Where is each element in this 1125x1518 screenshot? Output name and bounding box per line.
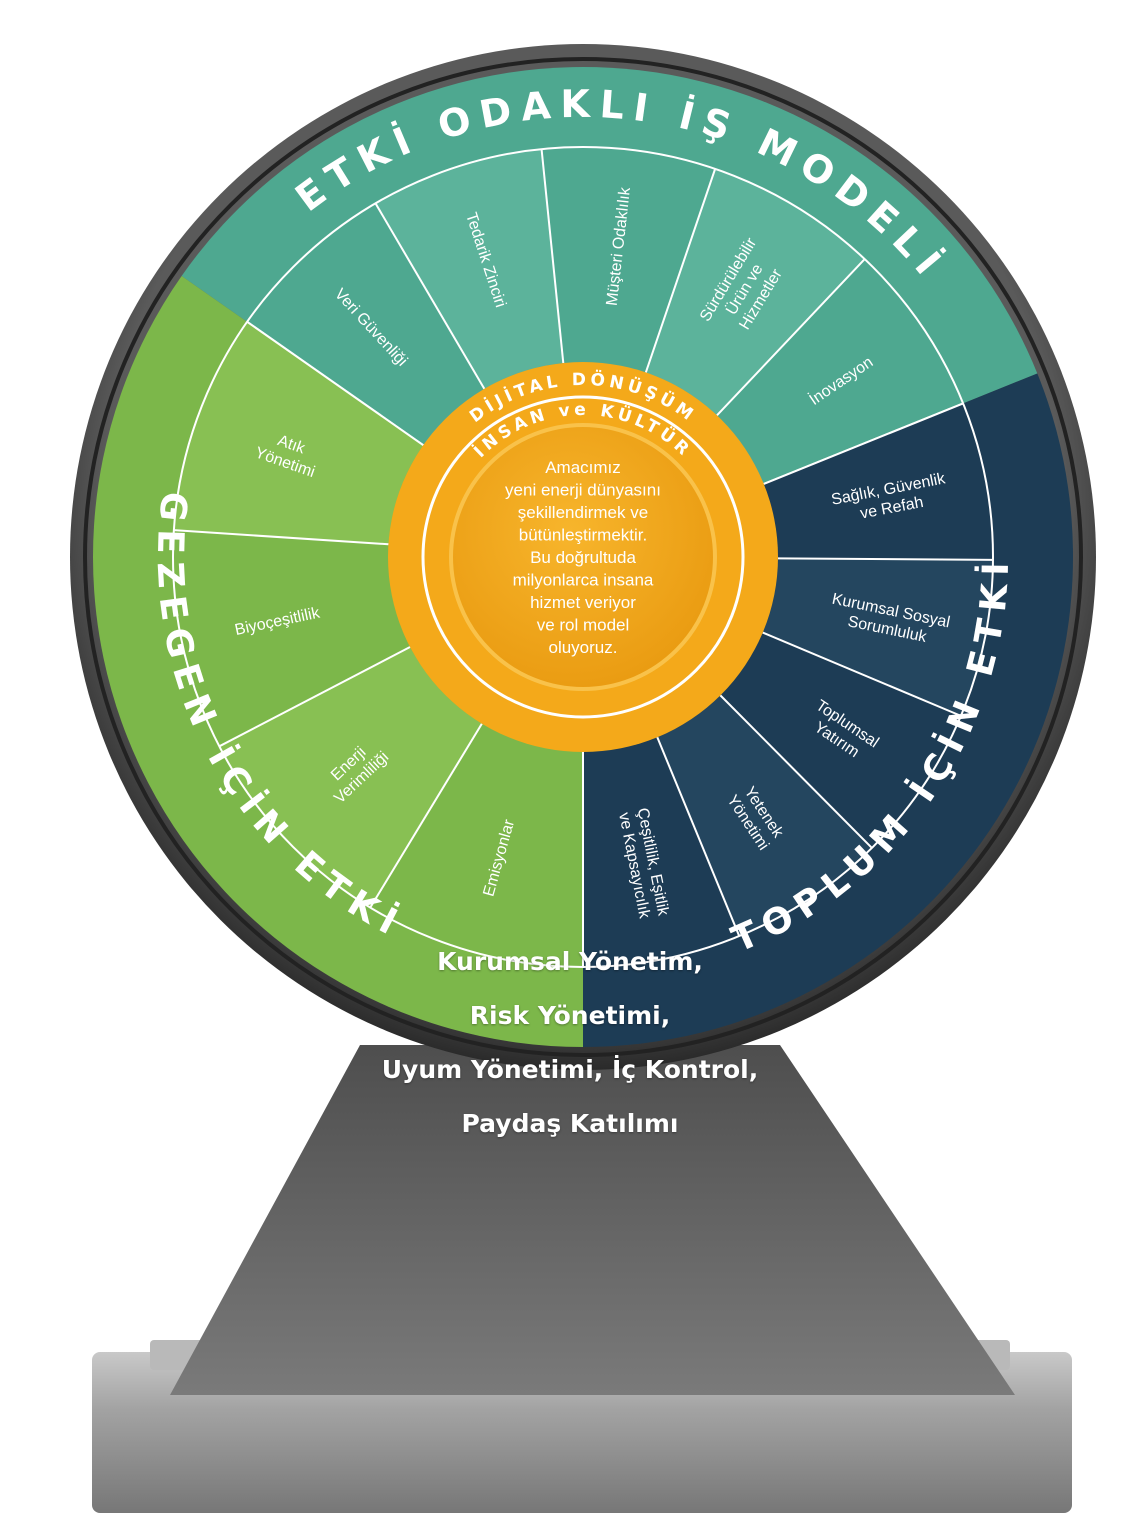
top-divider [716, 258, 866, 417]
pedestal-line-1: Kurumsal Yönetim, [437, 947, 703, 976]
right-segment-5 [583, 737, 740, 967]
right-divider [719, 694, 873, 849]
right-segment-4 [657, 695, 872, 937]
left-divider [246, 321, 424, 446]
top-divider [644, 168, 717, 373]
top-divider [374, 202, 486, 390]
center-divider-ring [421, 395, 745, 719]
right-divider [777, 557, 993, 561]
left-segment-1 [370, 723, 583, 967]
pedestal-line-3: Uyum Yönetimi, İç Kontrol, [381, 1055, 759, 1084]
pedestal-line-2: Risk Yönetimi, [469, 1001, 671, 1030]
pedestal-label: Kurumsal Yönetim, Risk Yönetimi, Uyum Yö… [300, 935, 840, 1151]
left-segment-3 [173, 530, 411, 747]
left-divider [173, 529, 389, 546]
right-divider [763, 402, 964, 485]
left-divider [369, 723, 483, 909]
top-divider [540, 148, 565, 364]
band-separator [172, 146, 994, 968]
wheel-rim-inner [83, 57, 1083, 1057]
right-divider [656, 736, 741, 937]
right-divider [762, 631, 962, 717]
pedestal-line-4: Paydaş Katılımı [461, 1109, 679, 1138]
left-divider [218, 646, 411, 748]
top-segment-1 [247, 203, 485, 446]
top-segment-4 [645, 168, 865, 416]
top-segment-2 [375, 149, 564, 389]
pedestal-neck [170, 1045, 1015, 1395]
left-segment-4 [173, 321, 424, 545]
right-segment-1 [763, 403, 993, 560]
top-segment-3 [541, 146, 716, 373]
right-segment-2 [762, 558, 993, 716]
center-disc [449, 423, 717, 691]
right-segment-3 [720, 632, 961, 848]
